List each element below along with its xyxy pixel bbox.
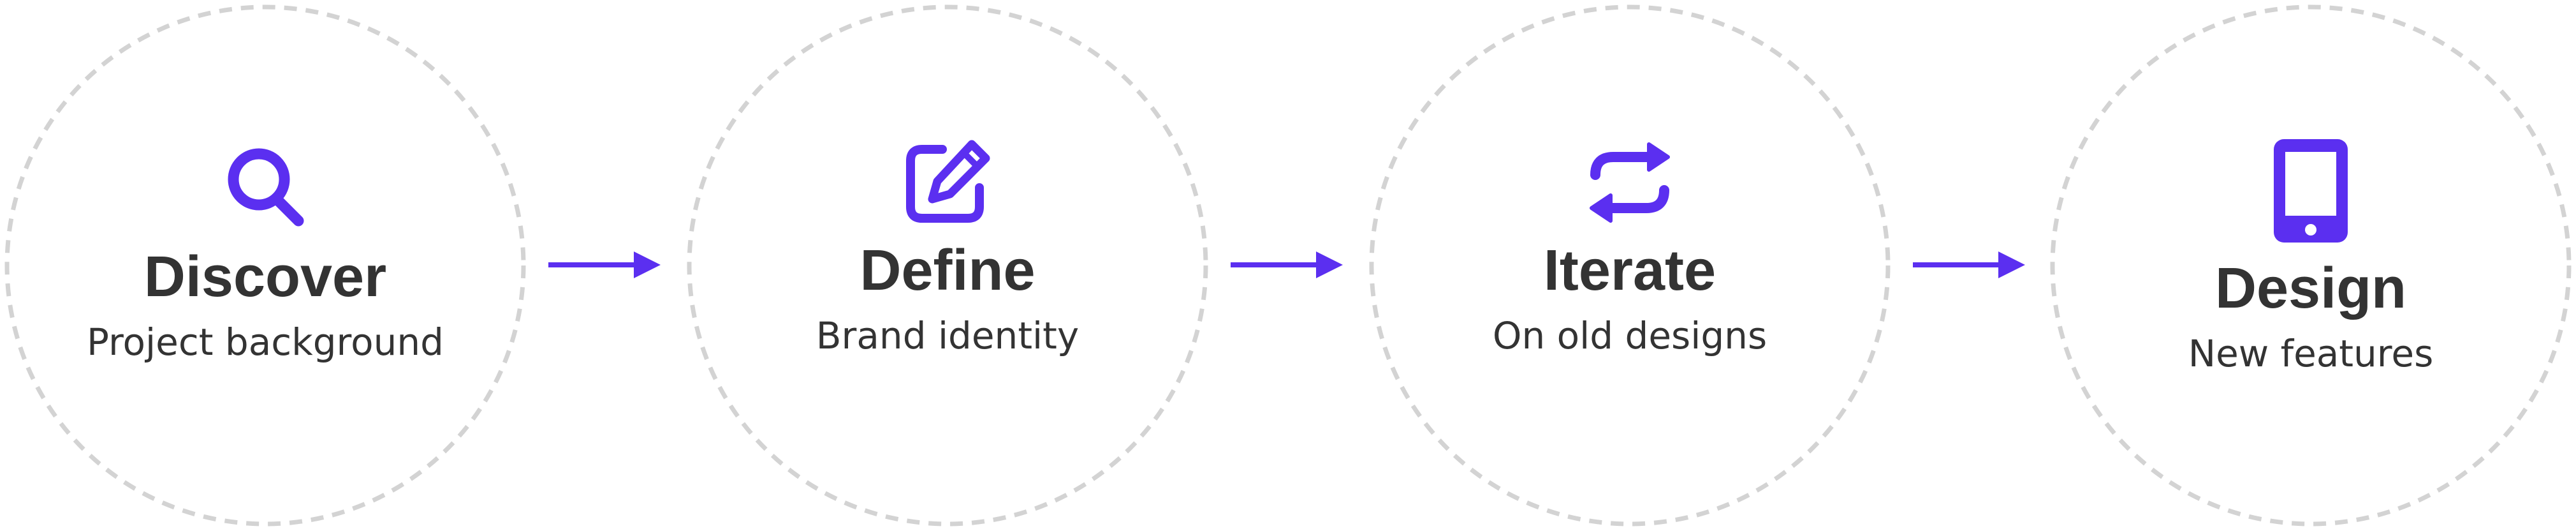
tablet-icon	[2274, 139, 2348, 243]
dashed-circle	[1369, 4, 1891, 527]
dashed-circle	[687, 4, 1208, 527]
step-design: Design New features	[2049, 4, 2572, 527]
repeat-icon	[1590, 142, 1670, 223]
step-define: Define Brand identity	[686, 4, 1209, 527]
step-title: Define	[860, 239, 1036, 303]
step-subtitle: New features	[2188, 332, 2434, 375]
step-title: Design	[2214, 257, 2407, 320]
arrow-right-icon	[1231, 251, 1343, 278]
step-discover: Discover Project background	[4, 4, 527, 527]
step-title: Discover	[143, 245, 387, 309]
search-icon	[228, 148, 304, 227]
step-title: Iterate	[1543, 239, 1716, 303]
edit-icon	[906, 140, 990, 223]
step-subtitle: Project background	[87, 320, 444, 364]
dashed-circle	[2050, 4, 2572, 527]
step-subtitle: Brand identity	[816, 314, 1079, 357]
step-iterate: Iterate On old designs	[1368, 4, 1891, 527]
arrow-right-icon	[548, 251, 661, 278]
arrow-right-icon	[1913, 251, 2025, 278]
step-subtitle: On old designs	[1492, 314, 1767, 357]
dashed-circle	[4, 4, 526, 527]
